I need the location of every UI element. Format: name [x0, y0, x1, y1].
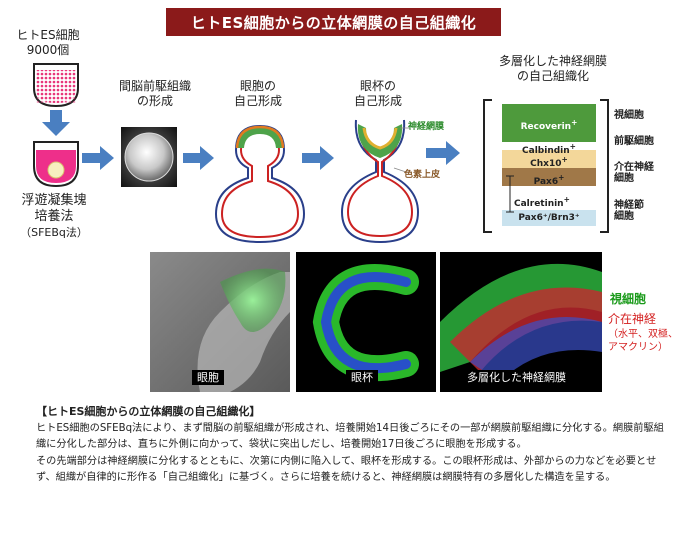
optic-vesicle-diagram [214, 124, 306, 244]
step3-line2: 自己形成 [353, 94, 402, 108]
es-cells-label: ヒトES細胞 9000個 [8, 28, 88, 58]
description-paragraph-2: その先端部分は神経網膜に分化するとともに、次第に内側に陥入して、眼杯を形成する。… [36, 455, 657, 484]
optic-cup-diagram [340, 119, 420, 244]
step3-label: 眼杯の 自己形成 [338, 79, 418, 109]
layer-pax6-brn3: Pax6⁺/Brn3⁺ [518, 213, 580, 223]
sfebq-well [33, 141, 79, 188]
legend-interneuron-detail: （水平、双極、 アマクリン） [608, 329, 678, 353]
sfebq-label: 浮遊凝集塊 培養法 （SFEBq法） [14, 193, 94, 240]
step4-label: 多層化した神経網膜 の自己組織化 [478, 54, 628, 84]
step3-line1: 眼杯の [359, 79, 396, 93]
pigment-epithelium-label: 色素上皮 [404, 170, 441, 180]
arrow-icon-3 [302, 146, 334, 170]
description-paragraph-1: ヒトES細胞のSFEBq法により、まず間脳の前駆組織が形成され、培養開始14日後… [36, 422, 664, 451]
description-title: 【ヒトES細胞からの立体網膜の自己組織化】 [36, 405, 261, 418]
legend-photoreceptor: 視細胞 [610, 292, 647, 306]
layer-pax6: Pax6+ [533, 173, 565, 187]
step2-label: 眼胞の 自己形成 [218, 79, 298, 109]
step2-line1: 眼胞の [239, 79, 276, 93]
optic-cup-photo [296, 252, 436, 392]
neural-retina-label: 神経網膜 [408, 122, 445, 132]
arrow-icon-1 [82, 146, 114, 170]
layer-calbindin: Calbindin+ [522, 142, 576, 156]
caption-multilayer: 多層化した神経網膜 [462, 370, 571, 385]
layer-name-precursor: 前駆細胞 [614, 136, 654, 147]
optic-vesicle-photo [150, 252, 290, 392]
layer-calretinin: Calretinin+ [514, 195, 570, 209]
es-cells-line1: ヒトES細胞 [16, 28, 80, 42]
es-cell-well [33, 63, 79, 108]
layer-recoverin: Recoverin+ [520, 118, 578, 132]
process-diagram [33, 63, 609, 244]
step4-line2: の自己組織化 [516, 69, 589, 83]
legend-interneuron: 介在神経 [608, 312, 657, 326]
caption-vesicle: 眼胞 [192, 370, 224, 385]
diencephalon-sphere-photo [121, 127, 177, 187]
sfebq-line3: （SFEBq法） [20, 226, 88, 239]
layer-name-interneuron: 介在神経 細胞 [614, 162, 654, 184]
step1-line1: 間脳前駆組織 [118, 79, 191, 93]
es-cells-line2: 9000個 [26, 43, 70, 57]
sfebq-line2: 培養法 [34, 209, 74, 224]
arrow-icon-2 [183, 146, 214, 170]
multilayer-retina-photo [440, 252, 602, 392]
step4-line1: 多層化した神経網膜 [498, 54, 607, 68]
caption-cup: 眼杯 [346, 370, 378, 385]
description: 【ヒトES細胞からの立体網膜の自己組織化】 ヒトES細胞のSFEBq法により、ま… [36, 404, 666, 487]
step1-label: 間脳前駆組織 の形成 [100, 79, 210, 109]
layer-name-ganglion: 神経節 細胞 [614, 200, 644, 222]
banner-title: ヒトES細胞からの立体網膜の自己組織化 [166, 8, 501, 36]
sfebq-line1: 浮遊凝集塊 [21, 193, 87, 208]
arrow-icon-4 [426, 141, 460, 165]
down-arrow-icon [42, 110, 70, 136]
layer-chx10: Chx10+ [530, 155, 568, 169]
step1-line2: の形成 [136, 94, 173, 108]
layer-name-photoreceptor: 視細胞 [614, 110, 644, 121]
step2-line2: 自己形成 [233, 94, 282, 108]
layer-diagram [483, 99, 609, 233]
